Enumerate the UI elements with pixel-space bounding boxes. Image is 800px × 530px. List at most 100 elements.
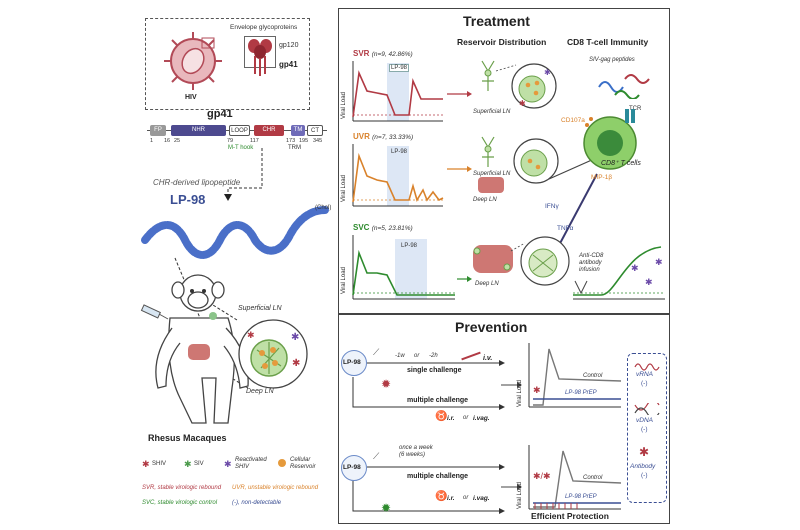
chr-lipopeptide-label: CHR-derived lipopeptide bbox=[153, 178, 241, 187]
ivag-label-2: i.vag. bbox=[473, 495, 490, 502]
virus-marker-1: ✱ bbox=[533, 385, 541, 395]
mt-hook-label: M-T hook bbox=[228, 145, 254, 151]
or-label-2: or bbox=[463, 415, 469, 421]
lp98-helix-icon bbox=[141, 206, 329, 259]
antibody-icon: ✱ bbox=[639, 445, 650, 459]
svc-n: (n=5, 23.81%) bbox=[371, 225, 413, 232]
reactivated-icon: ✱ bbox=[224, 459, 232, 469]
uvr-name: UVR bbox=[353, 132, 370, 141]
legend-svc: SVC, stable virologic control bbox=[142, 500, 218, 506]
svc-name: SVC bbox=[353, 223, 370, 232]
svg-text:✱: ✱ bbox=[292, 358, 300, 369]
hiv-label: HIV bbox=[185, 94, 197, 101]
reservoir-zoom-icon: ✱ ✱ ✱ bbox=[238, 319, 308, 389]
svg-text:✱: ✱ bbox=[519, 99, 526, 108]
envelope-label: Envelope glycoproteins bbox=[230, 24, 298, 31]
uterus-icon-1: ♉ bbox=[435, 411, 448, 422]
treatment-panel: Treatment Reservoir Distribution CD8 T-c… bbox=[338, 8, 670, 314]
ir-label-2: i.r. bbox=[447, 495, 455, 502]
legend-reactivated: Reactivated SHIV bbox=[235, 457, 267, 470]
hiv-envelope-box bbox=[145, 18, 310, 110]
anti-cd8-graph: ✱✱ ✱ bbox=[573, 246, 665, 300]
antibody-label: Antibody bbox=[630, 463, 656, 470]
graph1-viral-load: Viral Load bbox=[517, 380, 523, 407]
prevention-graph-1 bbox=[528, 343, 622, 408]
ifn-label: IFNγ bbox=[545, 203, 559, 210]
segment-tm: TM bbox=[291, 125, 305, 136]
uvr-superficial-ln: Superficial LN bbox=[473, 171, 511, 177]
virus-icon-2: ✹ bbox=[381, 501, 392, 515]
treatment-title: Treatment bbox=[463, 13, 530, 29]
cd8-immunity-header: CD8 T-cell Immunity bbox=[567, 37, 649, 47]
num-173: 173 bbox=[286, 138, 296, 144]
tnf-label: TNFα bbox=[557, 225, 574, 232]
lp98-vial-2 bbox=[341, 455, 367, 481]
ivag-label-1: i.vag. bbox=[473, 415, 490, 422]
segment-fp: FP bbox=[150, 125, 166, 136]
segment-ct: CT bbox=[307, 125, 323, 136]
legend-cellular: Cellular Reservoir bbox=[290, 457, 316, 470]
gp41-small-label: gp41 bbox=[279, 60, 298, 69]
prevention-panel: Prevention LP-98 LP-98 ⟋ ⟋ -1w or -2h i.… bbox=[338, 314, 670, 524]
tcr-label: TCR bbox=[629, 106, 642, 112]
vdna-label: vDNA bbox=[636, 417, 653, 424]
graph2-control: Control bbox=[583, 475, 603, 481]
svg-text:✱: ✱ bbox=[247, 331, 255, 341]
syringe-icon bbox=[140, 304, 169, 320]
num-25: 25 bbox=[174, 138, 181, 144]
vrna-label: vRNA bbox=[636, 371, 653, 378]
anti-cd8-label: Anti-CD8 antibody infusion bbox=[579, 253, 604, 273]
macaque-icon bbox=[155, 274, 249, 424]
siv-icon: ✱ bbox=[184, 459, 192, 469]
svg-text:✱: ✱ bbox=[291, 332, 299, 343]
syringe-icon-1: ⟋ bbox=[373, 347, 380, 357]
lp98-title: LP-98 bbox=[170, 192, 206, 207]
gp41-numbers: 1 16 25 79 117 173 195 345 bbox=[147, 138, 327, 146]
legend-siv: SIV bbox=[194, 461, 204, 467]
vrna-icon bbox=[634, 363, 660, 371]
svr-graph bbox=[352, 61, 443, 122]
svr-reservoir-icon: ✱✱ bbox=[481, 60, 557, 109]
cd107a-label: CD107a bbox=[561, 117, 585, 124]
num-79: 79 bbox=[227, 138, 234, 144]
minus2h-label: -2h bbox=[429, 353, 438, 359]
svg-text:✱: ✱ bbox=[645, 277, 653, 287]
antibody-nd: (-) bbox=[641, 472, 648, 479]
num-345: 345 bbox=[313, 138, 323, 144]
gp41-domain-bar: FP NHR LOOP CHR TM CT bbox=[147, 124, 327, 137]
svr-superficial-ln: Superficial LN bbox=[473, 109, 511, 115]
segment-nhr: NHR bbox=[171, 125, 226, 136]
chol-label: (Chol) bbox=[315, 205, 332, 211]
lp98-label-1: LP-98 bbox=[343, 359, 361, 366]
once-week-label: once a week (6 weeks) bbox=[399, 445, 433, 458]
cellular-reservoir-icon bbox=[278, 459, 286, 467]
gp120-label: gp120 bbox=[279, 42, 299, 49]
species-label: Rhesus Macaques bbox=[148, 433, 227, 443]
left-column: Envelope glycoproteins HIV gp120 gp41 gp… bbox=[0, 0, 335, 530]
svg-text:✱: ✱ bbox=[631, 263, 639, 273]
svr-lp98: LP-98 bbox=[389, 64, 410, 72]
minus1w-label: -1w bbox=[395, 353, 405, 359]
lp98-label-2: LP-98 bbox=[343, 464, 361, 471]
uvr-deep-ln: Deep LN bbox=[473, 197, 497, 203]
num-195: 195 bbox=[299, 138, 309, 144]
segment-loop: LOOP bbox=[229, 125, 250, 136]
superficial-ln-label: Superficial LN bbox=[238, 305, 282, 312]
prevention-flow bbox=[352, 360, 522, 514]
cd8-cells-label: CD8⁺ T cells bbox=[601, 160, 641, 167]
svc-lp98: LP-98 bbox=[401, 243, 418, 249]
legend-nd: (-), non-detectable bbox=[232, 500, 282, 506]
glycoprotein-icon bbox=[248, 39, 272, 76]
hiv-virion-icon bbox=[164, 32, 222, 90]
svc-label: SVC (n=5, 23.81%) bbox=[353, 223, 413, 232]
uvr-n: (n=7, 33.33%) bbox=[372, 134, 414, 141]
graph2-viral-load: Viral Load bbox=[517, 482, 523, 509]
vdna-nd: (-) bbox=[641, 426, 648, 433]
svg-text:✱: ✱ bbox=[544, 68, 551, 77]
svc-deep-ln: Deep LN bbox=[475, 281, 499, 287]
vdna-icon bbox=[634, 403, 660, 415]
uvr-graph bbox=[352, 144, 444, 207]
vrna-nd: (-) bbox=[641, 380, 648, 387]
reservoir-distribution-header: Reservoir Distribution bbox=[457, 37, 547, 47]
